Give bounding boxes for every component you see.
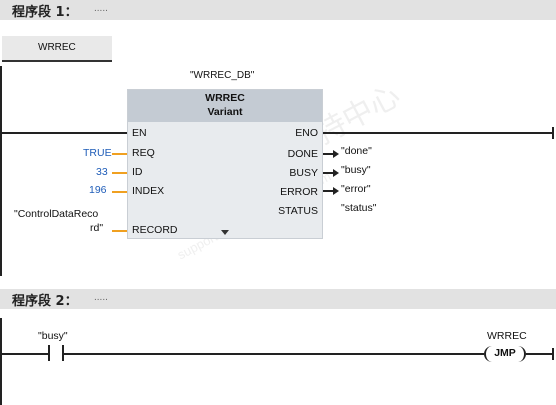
record-value-line2[interactable]: rd" (90, 222, 104, 234)
rung-end-marker (552, 348, 554, 360)
network-1-comment[interactable]: ..... (94, 3, 108, 14)
block-header: WRREC Variant (128, 90, 322, 122)
expand-arrow-icon[interactable] (221, 230, 229, 235)
error-value[interactable]: "error" (341, 183, 371, 195)
instance-db-name[interactable]: "WRREC_DB" (190, 70, 255, 81)
jmp-coil[interactable]: JMP (484, 346, 526, 362)
eno-wire (323, 132, 553, 134)
block-type: Variant (207, 106, 243, 118)
pin-en[interactable]: EN (132, 127, 147, 139)
error-wire (323, 190, 333, 192)
rung-wire-right (526, 353, 552, 355)
en-wire (2, 132, 127, 134)
rung-wire-left (2, 353, 48, 355)
error-arrow-icon (333, 187, 339, 195)
pin-status[interactable]: STATUS (278, 205, 318, 217)
pin-busy[interactable]: BUSY (289, 167, 318, 179)
network-1-title: 程序段 1： (12, 5, 78, 20)
power-rail-2 (0, 318, 2, 405)
network-2-comment[interactable]: ..... (94, 292, 108, 303)
jump-label-target[interactable]: WRREC (487, 330, 527, 342)
contact-tag[interactable]: "busy" (38, 330, 68, 342)
pin-req[interactable]: REQ (132, 147, 155, 159)
jump-label-text: WRREC (38, 42, 76, 53)
id-wire (112, 172, 127, 174)
pin-error[interactable]: ERROR (280, 186, 318, 198)
network-2-title: 程序段 2： (12, 294, 78, 309)
network-2-header[interactable]: 程序段 2： ..... (0, 289, 556, 309)
req-value[interactable]: TRUE (83, 147, 112, 159)
eno-end-marker (552, 127, 554, 139)
done-arrow-icon (333, 150, 339, 158)
block-name: WRREC (205, 92, 245, 104)
record-value-line1[interactable]: "ControlDataReco (14, 208, 99, 220)
wrrec-function-block[interactable]: WRREC Variant EN REQ ID INDEX RECORD ENO… (127, 89, 323, 239)
no-contact-busy[interactable] (48, 345, 64, 361)
jmp-coil-label: JMP (494, 347, 516, 359)
index-wire (112, 191, 127, 193)
busy-arrow-icon (333, 169, 339, 177)
done-wire (323, 153, 333, 155)
coil-right-paren (516, 346, 526, 362)
record-wire (112, 230, 127, 232)
pin-record[interactable]: RECORD (132, 224, 178, 236)
pin-eno[interactable]: ENO (295, 127, 318, 139)
jump-label-box[interactable]: WRREC (2, 36, 112, 62)
network-1-header[interactable]: 程序段 1： ..... (0, 0, 556, 20)
busy-wire (323, 172, 333, 174)
status-value[interactable]: "status" (341, 202, 377, 214)
busy-value[interactable]: "busy" (341, 164, 371, 176)
coil-left-paren (484, 346, 494, 362)
power-rail-1 (0, 66, 2, 276)
pin-index[interactable]: INDEX (132, 185, 165, 197)
pin-id[interactable]: ID (132, 166, 143, 178)
done-value[interactable]: "done" (341, 145, 372, 157)
index-value[interactable]: 196 (89, 184, 107, 196)
rung-wire-middle (64, 353, 484, 355)
id-value[interactable]: 33 (96, 166, 108, 178)
pin-done[interactable]: DONE (287, 148, 318, 160)
req-wire (112, 153, 127, 155)
